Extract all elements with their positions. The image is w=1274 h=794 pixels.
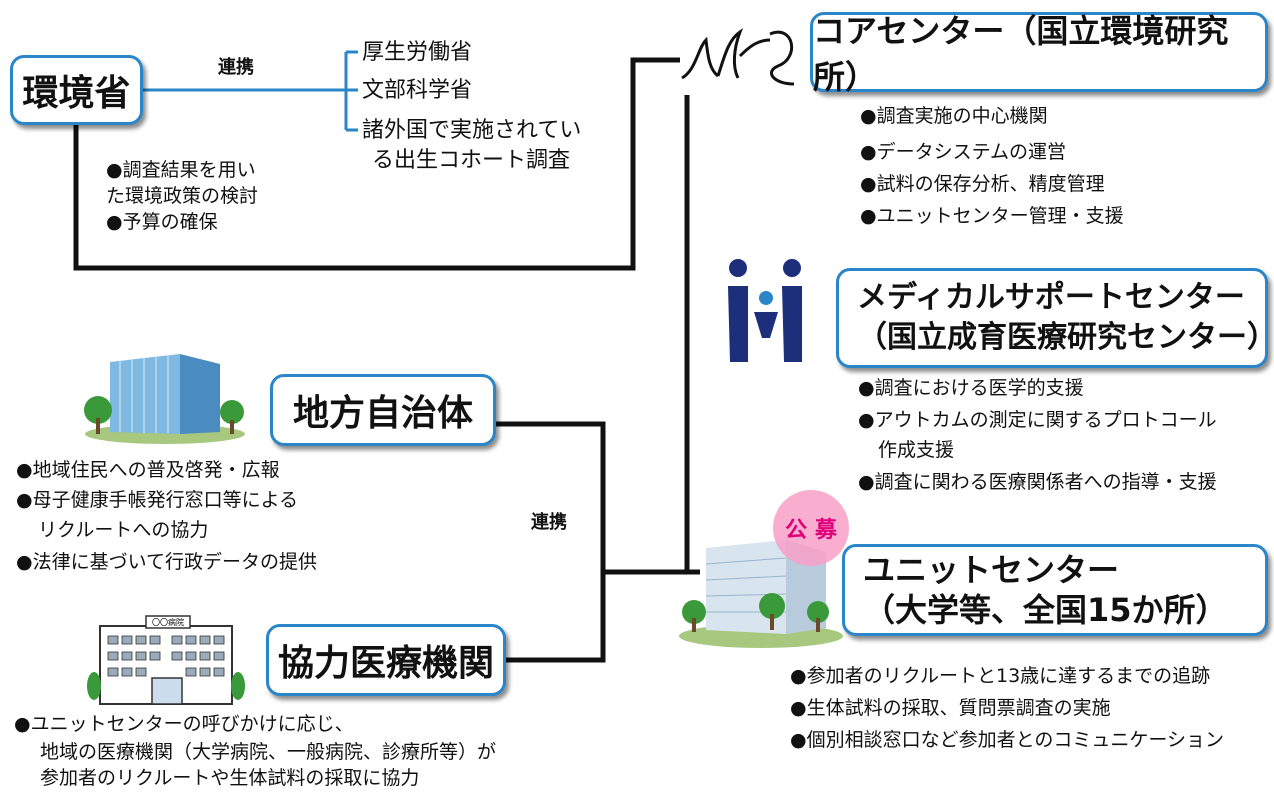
unit-role-1: ●参加者のリクルートと13歳に達するまでの追跡 (790, 665, 1211, 687)
local-gov-role-3: リクルートへの協力 (38, 519, 209, 541)
office-building-icon (84, 354, 245, 444)
public-recruitment-badge: 公 募 (773, 490, 849, 566)
partner-mhlw: 厚生労働省 (362, 40, 473, 65)
unit-center-line1: ユニットセンター (863, 551, 1120, 589)
cooperating-hospital-box: 協力医療機関 (266, 624, 506, 696)
partner-foreign-1: 諸外国で実施されてい (362, 118, 582, 143)
moe-role-2: た環境政策の検討 (106, 185, 259, 207)
local-gov-role-2: ●母子健康手帳発行窓口等による (16, 489, 299, 511)
jecs-logo-icon: JECS (681, 28, 795, 86)
medical-role-4: ●調査に関わる医療関係者への指導・支援 (858, 471, 1217, 493)
unit-center-line2: （大学等、全国15か所） (863, 591, 1228, 629)
core-role-3: ●試料の保存分析、精度管理 (860, 173, 1105, 195)
local-gov-role-1: ●地域住民への普及啓発・広報 (16, 459, 280, 481)
moe-label: 環境省 (22, 73, 131, 114)
partner-mext: 文部科学省 (362, 78, 473, 103)
local-gov-box: 地方自治体 (270, 374, 496, 446)
core-role-4: ●ユニットセンター管理・支援 (860, 205, 1124, 227)
core-center-label: コアセンター（国立環境研究所） (813, 12, 1229, 96)
moe-role-1: ●調査結果を用い (106, 159, 256, 181)
medical-role-1: ●調査における医学的支援 (858, 377, 1084, 399)
local-gov-role-4: ●法律に基づいて行政データの提供 (16, 551, 318, 573)
moe-box: 環境省 (10, 55, 143, 125)
core-role-2: ●データシステムの運営 (860, 141, 1067, 163)
partner-foreign-2: る出生コホート調査 (372, 148, 571, 173)
svg-text:JECS: JECS (739, 77, 743, 79)
medical-role-3: 作成支援 (878, 439, 955, 461)
hospital-role-2: 地域の医療機関（大学病院、一般病院、診療所等）が (40, 741, 497, 763)
unit-role-2: ●生体試料の採取、質問票調査の実施 (790, 697, 1111, 719)
medical-role-2: ●アウトカムの測定に関するプロトコール (858, 409, 1217, 431)
center-renkei-label: 連携 (531, 512, 567, 533)
moe-renkei-label: 連携 (218, 57, 254, 78)
core-role-1: ●調査実施の中心機関 (860, 105, 1048, 127)
unit-role-3: ●個別相談窓口など参加者とのコミュニケーション (790, 729, 1225, 751)
core-center-box: コアセンター（国立環境研究所） (810, 12, 1268, 96)
unit-center-box: ユニットセンター （大学等、全国15か所） (842, 544, 1268, 636)
cooperating-hospital-label: 協力医療機関 (277, 643, 494, 684)
hospital-role-1: ●ユニットセンターの呼びかけに応じ、 (14, 713, 354, 735)
medical-support-line1: メディカルサポートセンター (857, 280, 1245, 315)
hospital-sign: 〇〇病院 (152, 617, 184, 627)
local-gov-label: 地方自治体 (292, 393, 473, 434)
hospital-building-icon: 〇〇病院 (87, 615, 245, 705)
hospital-role-3: 参加者のリクルートや生体試料の採取に協力 (40, 767, 420, 789)
ncchd-logo-icon (728, 259, 802, 362)
medical-support-line2: （国立成育医療研究センター） (857, 320, 1274, 355)
medical-support-box: メディカルサポートセンター （国立成育医療研究センター） (836, 268, 1274, 368)
moe-role-3: ●予算の確保 (106, 211, 218, 233)
